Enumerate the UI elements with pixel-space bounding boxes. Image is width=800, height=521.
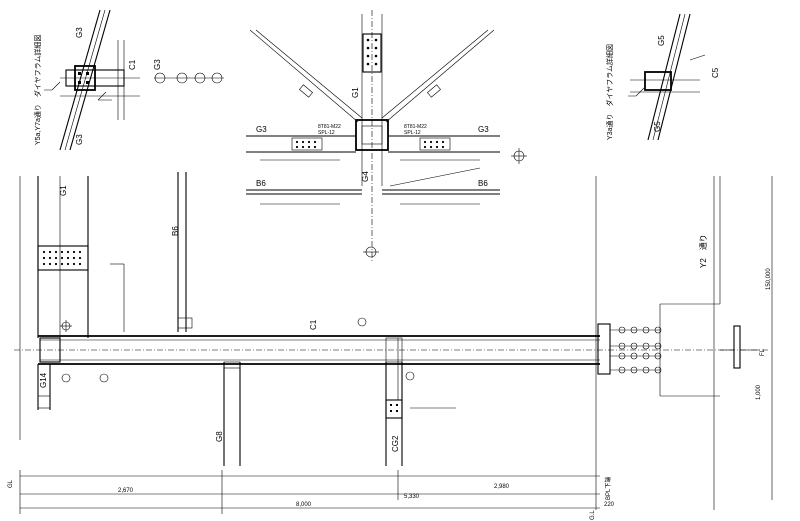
- label-g3-left-b: G3: [75, 134, 84, 145]
- bolt-spec-left: 8T81-M22: [318, 124, 341, 130]
- label-g14: G14: [39, 372, 48, 388]
- label-g3-left-a: G3: [75, 27, 84, 38]
- left-diaphragm-detail: Y5a,Y7a通り ダイヤフラム詳細図 G3 G3 C1 G3: [33, 9, 224, 151]
- dim-8000: 8,000: [296, 502, 312, 508]
- label-g5-b: G5: [653, 121, 662, 132]
- marker-gl-bottom: G.L: [590, 510, 596, 520]
- marker-fl: FL: [760, 348, 766, 356]
- marker-bpl: BPL下端: [604, 477, 612, 500]
- right-diaphragm-detail: Y3a通り ダイヤフラム詳細図 G5 G5 C5: [605, 13, 720, 141]
- dim-2980: 2,980: [494, 484, 510, 490]
- label-b6-left: B6: [256, 179, 266, 188]
- dim-1000: 1,000: [756, 384, 762, 400]
- label-cg2: CG2: [391, 435, 400, 452]
- dim-150000: 150,000: [766, 268, 772, 290]
- dim-220: 220: [604, 502, 615, 508]
- label-b6-right: B6: [478, 179, 488, 188]
- dim-5330: 5,330: [404, 494, 420, 500]
- spl-spec-left: SPL-12: [318, 130, 335, 136]
- bolt-grid-column: [42, 250, 82, 266]
- main-elevation: G1 B6 C1 G14 G8 CG2: [14, 172, 773, 510]
- bottom-dimensions: 2,670 2,980 5,330 8,000 220 GL G.L: [8, 470, 615, 520]
- right-detail-title: Y3a通り ダイヤフラム詳細図: [605, 44, 614, 140]
- label-g3-left-detail: G3: [153, 59, 162, 70]
- center-connection-detail: G1 G3 G3 G4 B6 B6 8T81-M22 SPL-12 8T81-M…: [246, 10, 527, 262]
- bolt-grid-top: [366, 38, 378, 66]
- left-detail-title: Y5a,Y7a通り ダイヤフラム詳細図: [33, 35, 42, 145]
- label-g3-center-left: G3: [256, 125, 267, 134]
- anchor-bolts: [618, 326, 662, 374]
- bolt-spec-right: 8T81-M22: [404, 124, 427, 130]
- label-g5-a: G5: [657, 35, 666, 46]
- bolt-row-right: [423, 140, 445, 149]
- marker-gl-left: GL: [8, 479, 14, 488]
- label-g1-left: G1: [59, 185, 68, 196]
- label-g3-center-right: G3: [478, 125, 489, 134]
- spl-spec-right: SPL-12: [404, 130, 421, 136]
- label-b6-vertical: B6: [171, 226, 180, 236]
- label-c5: C5: [711, 67, 720, 78]
- dim-2670: 2,670: [118, 488, 134, 494]
- bolt-row-left: [295, 140, 317, 149]
- label-c1-left-detail: C1: [128, 59, 137, 70]
- label-g1-top: G1: [351, 87, 360, 98]
- section-title: Y2 通り: [698, 234, 708, 268]
- label-g4: G4: [361, 171, 370, 182]
- label-c1-main: C1: [309, 319, 318, 330]
- label-g8: G8: [215, 431, 224, 442]
